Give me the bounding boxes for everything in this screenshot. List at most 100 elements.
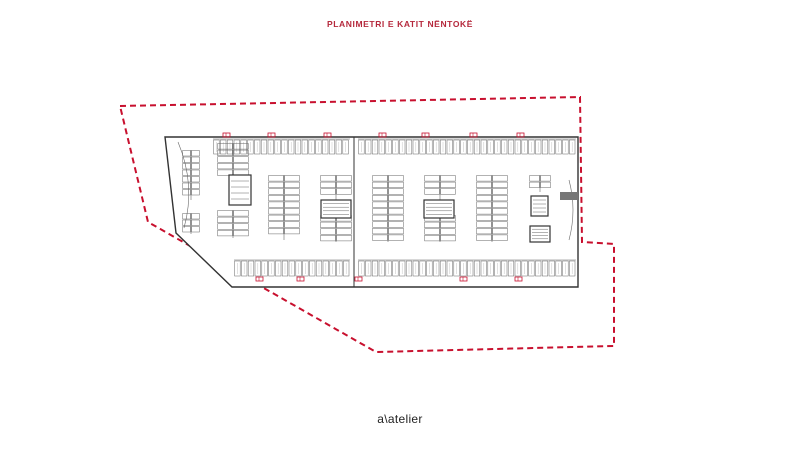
parking-stall-icon (388, 221, 404, 228)
parking-stall-icon (446, 260, 453, 277)
parking-stall-icon (433, 139, 440, 155)
parking-stall-icon (182, 226, 191, 233)
parking-stall-icon (371, 139, 379, 155)
parking-stall-icon (439, 139, 447, 155)
parking-stall-icon (284, 181, 300, 188)
column-marker (459, 276, 468, 282)
parking-stall-icon (453, 139, 460, 155)
parking-stall-icon (529, 175, 540, 182)
parking-stall-icon (521, 139, 528, 155)
parking-stall-icon (424, 221, 440, 228)
parking-stall-icon (562, 139, 569, 155)
parking-stall-icon (514, 139, 521, 155)
parking-stall-icon (336, 260, 343, 277)
parking-stall-icon (378, 139, 385, 155)
parking-stall-icon (294, 139, 302, 155)
parking-stall-icon (372, 175, 388, 182)
parking-stall-icon (388, 208, 404, 215)
parking-stall-icon (302, 260, 309, 277)
parking-stall-icon (301, 139, 308, 155)
parking-stall-icon (405, 139, 413, 155)
parking-stall-icon (217, 169, 233, 176)
parking-stall-icon (254, 260, 261, 277)
parking-stall-icon (388, 188, 404, 195)
parking-stall-icon (440, 188, 456, 195)
parking-stall-icon (335, 139, 342, 155)
parking-stall-icon (388, 195, 404, 202)
parking-stall-icon (426, 139, 433, 155)
parking-stall-icon (487, 139, 494, 155)
parking-stall-icon (476, 201, 492, 208)
parking-stall-icon (182, 156, 191, 163)
parking-stall-icon (372, 181, 388, 188)
parking-stall-icon (473, 139, 481, 155)
parking-stall-icon (476, 234, 492, 241)
parking-stall-icon (440, 228, 456, 235)
parking-stall-icon (476, 195, 492, 202)
parking-stall-icon (412, 260, 419, 277)
parking-stall-icon (358, 139, 365, 155)
parking-stall-icon (378, 260, 385, 277)
building-outline (164, 136, 579, 288)
parking-stall-icon (247, 139, 254, 155)
parking-stall-icon (336, 175, 352, 182)
column-marker (296, 276, 305, 282)
parking-stall-icon (492, 175, 508, 182)
parking-stall-icon (233, 149, 249, 156)
parking-stall-icon (541, 139, 549, 155)
parking-stall-icon (268, 195, 284, 202)
parking-stall-icon (569, 139, 576, 155)
parking-stall-icon (336, 235, 352, 242)
parking-stall-icon (217, 149, 233, 156)
parking-stall-icon (480, 139, 487, 155)
parking-stall-icon (254, 139, 261, 155)
parking-stall-icon (191, 150, 200, 157)
parking-stall-icon (315, 139, 322, 155)
parking-stall-icon (191, 163, 200, 170)
parking-stall-icon (320, 181, 336, 188)
parking-stall-icon (267, 139, 274, 155)
ramp-curve-right (568, 179, 574, 241)
column-marker (255, 276, 264, 282)
parking-stall-icon (191, 182, 200, 189)
stair-icon (423, 199, 455, 219)
parking-stall-icon (419, 139, 426, 155)
parking-stall-icon (492, 214, 508, 221)
parking-stall-icon (217, 216, 233, 223)
parking-stall-icon (476, 214, 492, 221)
parking-stall-icon (492, 201, 508, 208)
parking-stall-icon (182, 213, 191, 220)
parking-stall-icon (365, 139, 372, 155)
parking-stall-icon (308, 139, 315, 155)
column-marker (222, 132, 231, 138)
parking-stall-icon (440, 235, 456, 242)
parking-stall-icon (191, 176, 200, 183)
parking-stall-icon (433, 260, 440, 277)
parking-stall-icon (388, 234, 404, 241)
ramp-opening (560, 192, 578, 200)
parking-stall-icon (424, 175, 440, 182)
parking-stall-icon (182, 182, 191, 189)
parking-stall-icon (233, 223, 249, 230)
parking-stall-icon (440, 175, 456, 182)
parking-stall-icon (191, 226, 200, 233)
parking-stall-icon (217, 156, 233, 163)
parking-stall-icon (233, 143, 249, 150)
parking-stall-icon (284, 195, 300, 202)
parking-stall-icon (535, 260, 542, 277)
parking-stall-icon (492, 228, 508, 235)
parking-stall-icon (501, 139, 508, 155)
site-boundary (118, 95, 615, 354)
parking-stall-icon (446, 139, 453, 155)
parking-stall-icon (217, 163, 233, 170)
parking-stall-icon (320, 228, 336, 235)
parking-stall-icon (343, 260, 350, 277)
parking-stall-icon (399, 139, 406, 155)
parking-stall-icon (322, 260, 329, 277)
parking-stall-icon (405, 260, 413, 277)
page-title: PLANIMETRI E KATIT NËNTOKË (326, 19, 474, 29)
parking-stall-icon (182, 176, 191, 183)
column-marker (267, 132, 276, 138)
column-marker (378, 132, 387, 138)
